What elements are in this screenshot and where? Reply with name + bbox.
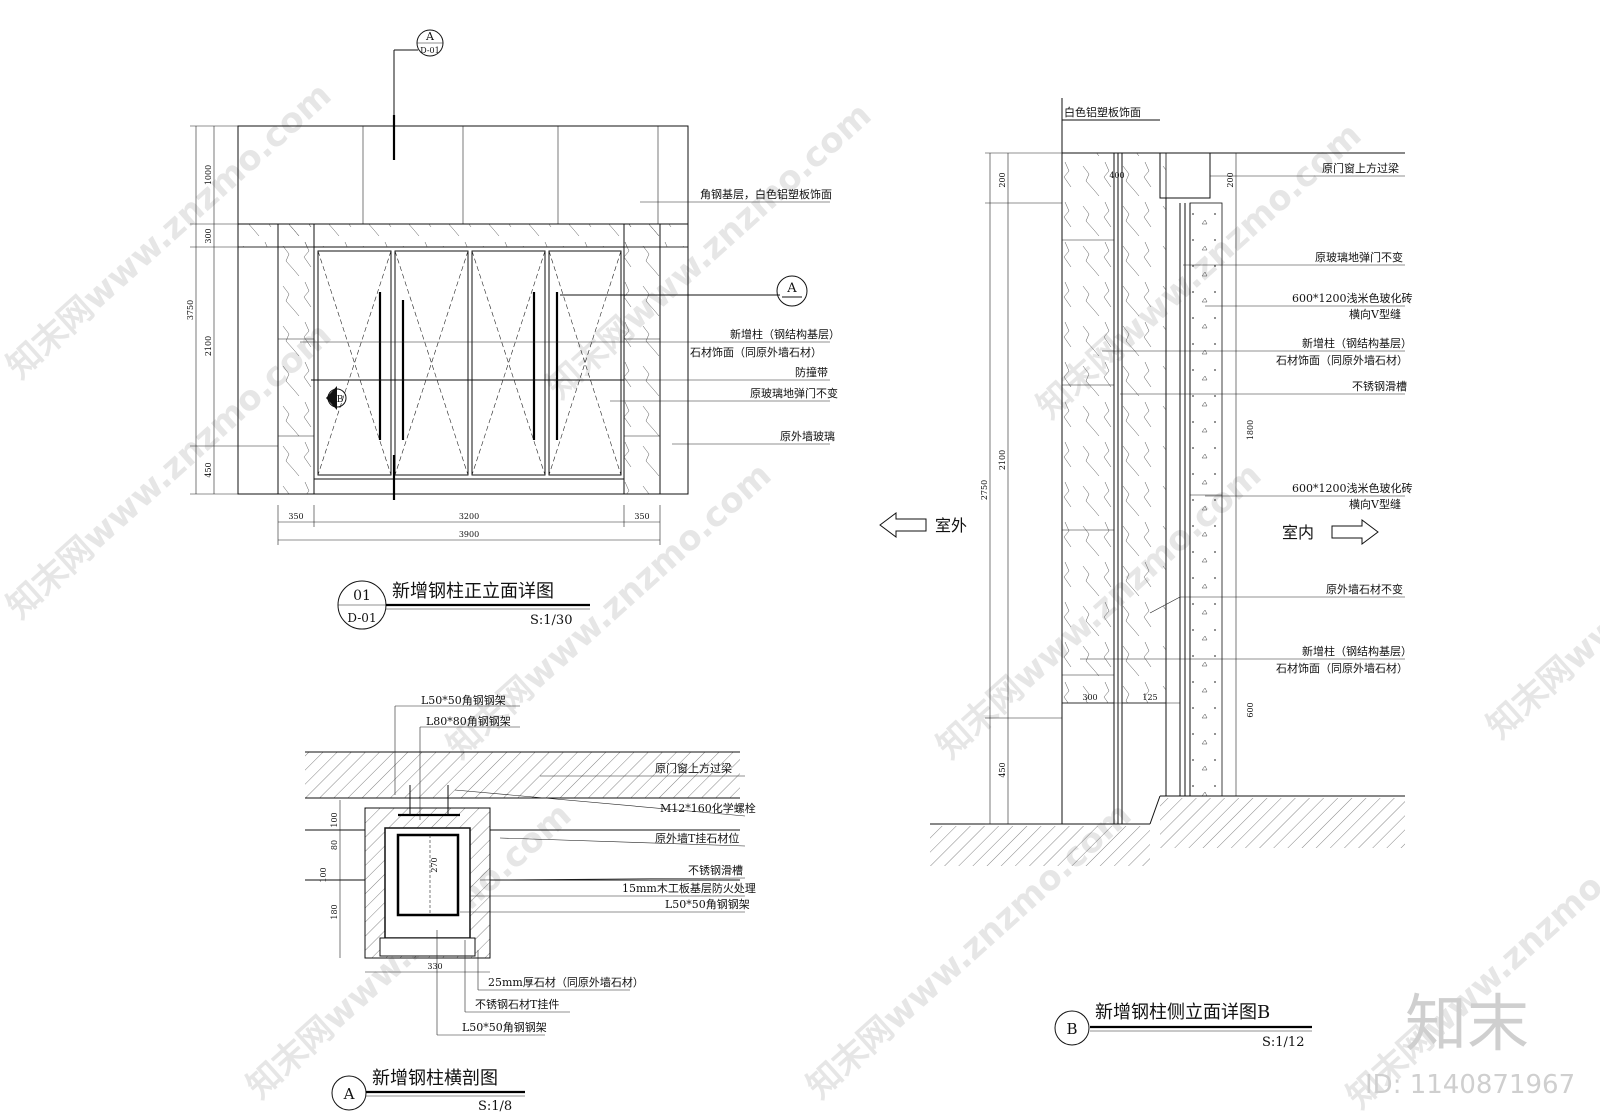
svg-text:2100: 2100 [204, 336, 213, 356]
front-title: 01 D-01 新增钢柱正立面详图 S:1/30 [337, 580, 590, 630]
svg-text:270: 270 [430, 857, 439, 872]
label: 原外墙石材不变 [1326, 582, 1403, 596]
section-title: A 新增钢柱横剖图 S:1/8 [331, 1068, 525, 1114]
svg-text:300: 300 [204, 228, 213, 243]
elevation-callout-b: B [326, 386, 347, 410]
svg-text:350: 350 [634, 512, 649, 521]
label: L50*50角钢钢架 [665, 898, 750, 911]
svg-text:2100: 2100 [998, 450, 1007, 470]
svg-text:400: 400 [1109, 171, 1124, 180]
label: 横向V型缝 [1349, 497, 1401, 511]
label: 原玻璃地弹门不变 [750, 386, 838, 400]
left-column [277, 223, 315, 495]
label: 原外墙玻璃 [780, 429, 835, 443]
front-dims-vertical: 1000 300 2100 450 3750 [186, 125, 238, 495]
side-elevation: 白色铝塑板饰面 200 2100 450 2750 400 [879, 98, 1413, 1050]
image-id: ID: 1140871967 [1365, 1070, 1575, 1100]
label: 600*1200浅米色玻化砖 [1292, 481, 1413, 495]
label: M12*160化学螺栓 [660, 801, 756, 815]
svg-text:350: 350 [288, 512, 303, 521]
right-column [623, 223, 661, 495]
drawing-scale: S:1/30 [530, 613, 572, 628]
svg-text:1000: 1000 [204, 165, 213, 185]
cross-section: 100 80 100 180 270 330 L50*50角钢钢架 L80*80… [305, 694, 756, 1114]
brand-logo: 知末 [1405, 987, 1529, 1060]
label: 横向V型缝 [1349, 307, 1401, 321]
svg-text:200: 200 [998, 172, 1007, 187]
label: 原外墙T挂石材位 [655, 831, 739, 845]
label: 原门窗上方过梁 [655, 761, 732, 775]
svg-text:1800: 1800 [1246, 420, 1255, 440]
label: 新增柱（钢结构基层） [1302, 336, 1412, 350]
side-labels: 原门窗上方过梁 原玻璃地弹门不变 600*1200浅米色玻化砖 横向V型缝 新增… [1080, 161, 1413, 675]
label: L80*80角钢钢架 [426, 715, 511, 728]
stone-cladding [1061, 152, 1115, 704]
label: 防撞带 [795, 365, 828, 379]
label: 原玻璃地弹门不变 [1315, 250, 1403, 264]
svg-text:200: 200 [1226, 172, 1235, 187]
brand-watermark: 知末 ID: 1140871967 [1365, 987, 1575, 1100]
outside-arrow: 室外 [879, 512, 967, 538]
steel-tube [396, 833, 460, 917]
label: 石材饰面（同原外墙石材） [1276, 661, 1408, 675]
svg-text:300: 300 [1082, 693, 1097, 702]
label: 新增柱（钢结构基层） [730, 327, 840, 341]
label: L50*50角钢钢架 [421, 694, 506, 707]
label: 不锈钢滑槽 [1352, 380, 1407, 393]
label: 白色铝塑板饰面 [1064, 105, 1141, 119]
section-callout-a: A D-01 [416, 29, 444, 57]
callout-letter: A [786, 281, 797, 296]
svg-text:3200: 3200 [459, 512, 479, 521]
front-dims-horizontal: 350 3200 350 3900 [277, 505, 661, 545]
svg-text:B: B [1066, 1020, 1077, 1038]
svg-text:100: 100 [330, 812, 339, 827]
label: 原门窗上方过梁 [1322, 161, 1399, 175]
drawing-scale: S:1/12 [1262, 1035, 1304, 1050]
svg-text:80: 80 [330, 840, 339, 850]
svg-text:600: 600 [1246, 702, 1255, 717]
label: 石材饰面（同原外墙石材） [1276, 353, 1408, 367]
label: 新增柱（钢结构基层） [1302, 644, 1412, 658]
svg-text:D-01: D-01 [347, 611, 376, 625]
label: 25mm厚石材（同原外墙石材） [488, 975, 644, 989]
svg-text:330: 330 [427, 962, 442, 971]
side-title: B 新增钢柱侧立面详图B S:1/12 [1054, 1002, 1312, 1050]
glass-doors [311, 246, 625, 480]
svg-text:3750: 3750 [186, 300, 195, 320]
svg-text:125: 125 [1142, 693, 1157, 702]
label: 600*1200浅米色玻化砖 [1292, 291, 1413, 305]
svg-text:3900: 3900 [459, 530, 479, 539]
drawing-title: 新增钢柱正立面详图 [392, 581, 554, 602]
front-elevation: A D-01 A B 角钢基层，白色铝塑板饰面 新增柱（钢结构基层） 石材饰面（… [186, 29, 840, 630]
callout-letter: B [337, 395, 344, 405]
label: 不锈钢石材T挂件 [475, 997, 559, 1011]
svg-text:100: 100 [319, 867, 328, 882]
label: 15mm木工板基层防火处理 [622, 881, 756, 895]
svg-text:180: 180 [330, 904, 339, 919]
drawing-title: 新增钢柱侧立面详图B [1095, 1002, 1270, 1023]
label: 角钢基层，白色铝塑板饰面 [700, 187, 832, 201]
callout-ref: D-01 [420, 46, 439, 55]
svg-text:450: 450 [204, 462, 213, 477]
label: L50*50角钢钢架 [462, 1021, 547, 1034]
inside-arrow: 室内 [1282, 519, 1379, 545]
front-labels: 角钢基层，白色铝塑板饰面 新增柱（钢结构基层） 石材饰面（同原外墙石材） 防撞带… [300, 187, 840, 445]
watermark-text: 知末网www.znzmo.com [1479, 435, 1600, 747]
svg-text:01: 01 [353, 588, 371, 604]
svg-text:450: 450 [998, 762, 1007, 777]
drawing-title: 新增钢柱横剖图 [372, 1068, 498, 1089]
svg-text:A: A [343, 1085, 355, 1103]
inside-label: 室内 [1282, 523, 1314, 542]
label: 石材饰面（同原外墙石材） [690, 345, 822, 359]
outside-label: 室外 [935, 516, 967, 535]
elevation-callout-a: A [560, 275, 808, 307]
section-labels: L50*50角钢钢架 L80*80角钢钢架 原门窗上方过梁 M12*160化学螺… [394, 694, 756, 1036]
drawing-scale: S:1/8 [478, 1099, 512, 1114]
svg-text:2750: 2750 [980, 480, 989, 500]
label: 不锈钢滑槽 [688, 864, 743, 877]
callout-letter: A [425, 30, 435, 43]
